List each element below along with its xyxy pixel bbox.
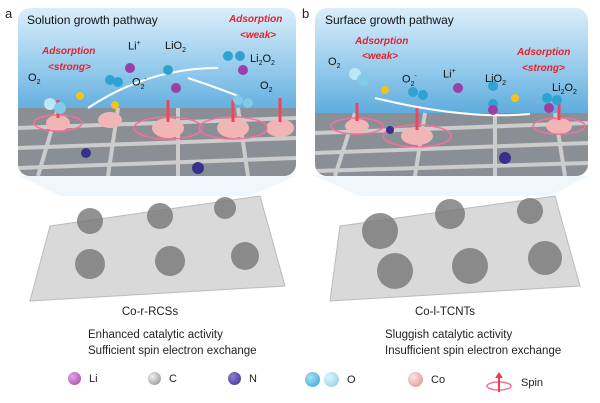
legend-item-c: C (148, 372, 177, 385)
legend-label: Li (89, 372, 98, 385)
panel-b-illustration (315, 8, 588, 176)
panel-letter-b: b (302, 6, 310, 21)
n-atom-icon (228, 372, 241, 385)
adsorption-weak-label-a: Adsorption (229, 14, 283, 25)
caption-a-line2: Sufficient spin electron exchange (88, 345, 257, 357)
superoxide-label-b: O2- (402, 73, 417, 88)
weak-label-a: <weak> (240, 30, 277, 41)
caption-a-line1: Enhanced catalytic activity (88, 329, 223, 341)
legend-label: Spin (521, 377, 544, 389)
lio2-label-b: LiO2 (485, 73, 507, 88)
superoxide-label-a: O2- (132, 76, 147, 91)
material-label-a: Co-r-RCSs (121, 306, 179, 318)
li-ion-label-a: Li+ (128, 40, 141, 53)
caption-b-line2: Insufficient spin electron exchange (385, 345, 562, 357)
panel-letter-a: a (5, 6, 13, 21)
spin-icon (486, 372, 512, 392)
strong-label-a: <strong> (48, 62, 91, 73)
li-ion-label-b: Li+ (443, 68, 456, 81)
weak-label-b: <weak> (362, 51, 399, 62)
o2-label-a-right: O2 (260, 80, 273, 95)
material-label-b: Co-l-TCNTs (414, 306, 476, 318)
adsorption-weak-label-b: Adsorption (355, 36, 409, 47)
legend-item-spin: Spin (485, 372, 543, 394)
legend-item-co: Co (408, 372, 445, 387)
legend-label: O (347, 373, 356, 386)
legend-item-n: N (228, 372, 257, 385)
c-atom-icon (148, 372, 161, 385)
graphene-sheets (20, 176, 588, 302)
legend-item-li: Li (68, 372, 98, 385)
legend-label: N (249, 372, 257, 385)
legend-label: Co (431, 373, 446, 386)
adsorption-strong-label-b: Adsorption (517, 47, 571, 58)
li-atom-icon (68, 372, 81, 385)
panel-a-illustration (18, 8, 296, 176)
legend-label: C (169, 372, 177, 385)
legend-item-o: O (305, 372, 356, 387)
o-atom-light-icon (324, 372, 339, 387)
co-atom-icon (408, 372, 423, 387)
lio2-label-a: LiO2 (165, 40, 187, 55)
o2-label-b: O2 (328, 56, 341, 71)
lattice-illustration-b (315, 68, 588, 176)
panel-b-title: Surface growth pathway (325, 13, 454, 27)
o2-label-a-left: O2 (28, 72, 41, 87)
li2o2-label-b: Li2O2 (552, 82, 577, 97)
o-atom-icon (305, 372, 320, 387)
caption-b-line1: Sluggish catalytic activity (385, 329, 513, 341)
lattice-illustration-a (18, 51, 296, 176)
panel-a-title: Solution growth pathway (27, 13, 158, 27)
strong-label-b: <strong> (522, 63, 565, 74)
li2o2-label-a: Li2O2 (250, 53, 275, 68)
adsorption-strong-label-a: Adsorption (42, 46, 96, 57)
